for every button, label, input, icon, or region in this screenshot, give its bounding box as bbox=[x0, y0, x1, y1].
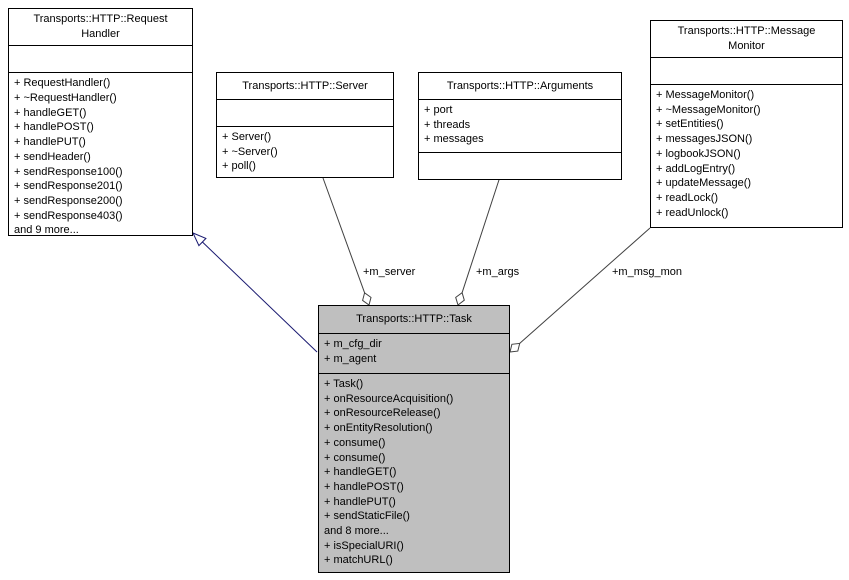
class-method: + sendHeader() bbox=[14, 150, 91, 163]
class-box-message-monitor[interactable]: Transports::HTTP::Message Monitor + Mess… bbox=[650, 20, 843, 228]
aggregation-diamond-icon-m-server bbox=[362, 291, 372, 306]
class-title-line: Transports::HTTP::Task bbox=[356, 313, 472, 325]
aggregation-edge-m-msg-mon bbox=[519, 227, 651, 344]
class-methods: + Task() + onResourceAcquisition() + onR… bbox=[319, 373, 509, 572]
class-method: + sendResponse403() bbox=[14, 209, 123, 222]
class-methods-empty bbox=[419, 152, 621, 179]
class-attributes-empty bbox=[9, 45, 192, 72]
class-method: + RequestHandler() bbox=[14, 77, 111, 90]
class-method: + onEntityResolution() bbox=[324, 422, 433, 435]
class-title-line: Transports::HTTP::Request bbox=[33, 13, 168, 26]
class-method: + Server() bbox=[222, 131, 272, 143]
class-box-request-handler[interactable]: Transports::HTTP::Request Handler + Requ… bbox=[8, 8, 193, 236]
class-method: + sendStaticFile() bbox=[324, 510, 410, 523]
class-method: + isSpecialURI() bbox=[324, 539, 404, 552]
class-method: + setEntities() bbox=[656, 118, 724, 131]
class-title-line: Monitor bbox=[728, 40, 765, 52]
class-method: + Task() bbox=[324, 378, 364, 390]
class-method: + handlePUT() bbox=[14, 136, 86, 149]
class-attribute: + m_agent bbox=[324, 352, 377, 365]
class-methods: + MessageMonitor() + ~MessageMonitor() +… bbox=[651, 84, 842, 227]
class-box-server[interactable]: Transports::HTTP::Server + Server() + ~S… bbox=[216, 72, 394, 178]
aggregation-diamond-icon-m-args bbox=[455, 291, 465, 306]
class-method: + matchURL() bbox=[324, 554, 393, 567]
class-attribute: + threads bbox=[424, 118, 471, 131]
class-title-line: Transports::HTTP::Server bbox=[242, 79, 368, 92]
class-attribute: + port bbox=[424, 104, 453, 116]
class-method: + onResourceAcquisition() bbox=[324, 392, 454, 405]
inheritance-arrowhead-icon bbox=[191, 232, 207, 247]
class-method: + sendResponse100() bbox=[14, 165, 123, 178]
aggregation-diamond-icon-m-msg-mon bbox=[509, 342, 521, 353]
class-method: + updateMessage() bbox=[656, 177, 752, 190]
edge-label-m-args: +m_args bbox=[476, 266, 520, 278]
class-attributes-empty bbox=[217, 99, 393, 126]
class-method: + consume() bbox=[324, 451, 386, 464]
class-box-arguments[interactable]: Transports::HTTP::Arguments + port + thr… bbox=[418, 72, 622, 180]
class-methods: + Server() + ~Server() + poll() bbox=[217, 126, 393, 177]
class-method: + addLogEntry() bbox=[656, 162, 736, 175]
class-methods-truncation: and 9 more... bbox=[14, 224, 79, 235]
class-title: Transports::HTTP::Arguments bbox=[419, 73, 621, 99]
class-method: + ~MessageMonitor() bbox=[656, 103, 761, 116]
class-method: + handlePUT() bbox=[324, 495, 396, 508]
class-title-line: Transports::HTTP::Message bbox=[677, 25, 816, 37]
class-method: + readLock() bbox=[656, 191, 719, 204]
class-attribute: + m_cfg_dir bbox=[324, 338, 382, 350]
aggregation-edge-m-args bbox=[461, 177, 501, 293]
class-attributes: + m_cfg_dir + m_agent bbox=[319, 333, 509, 373]
class-title-line: Handler bbox=[81, 28, 120, 41]
class-title: Transports::HTTP::Server bbox=[217, 73, 393, 99]
class-title: Transports::HTTP::Request Handler bbox=[9, 9, 192, 45]
class-method: + handleGET() bbox=[324, 466, 397, 479]
class-attribute: + messages bbox=[424, 133, 484, 146]
class-method: + consume() bbox=[324, 436, 386, 449]
class-method: + readUnlock() bbox=[656, 206, 729, 219]
inheritance-edge-task-to-requesthandler bbox=[202, 241, 318, 353]
edge-label-m-msg-mon: +m_msg_mon bbox=[612, 266, 683, 278]
class-title: Transports::HTTP::Task bbox=[319, 306, 509, 333]
class-box-task: Transports::HTTP::Task + m_cfg_dir + m_a… bbox=[318, 305, 510, 573]
edge-label-m-server: +m_server bbox=[363, 266, 416, 278]
class-method: + MessageMonitor() bbox=[656, 89, 755, 101]
class-attributes-empty bbox=[651, 57, 842, 84]
class-method: + handlePOST() bbox=[324, 480, 404, 493]
class-attributes: + port + threads + messages bbox=[419, 99, 621, 152]
class-method: + ~RequestHandler() bbox=[14, 92, 117, 105]
class-method: + sendResponse201() bbox=[14, 180, 123, 193]
class-method: + handleGET() bbox=[14, 106, 87, 119]
class-method: + poll() bbox=[222, 160, 256, 173]
class-methods-truncation: and 8 more... bbox=[324, 525, 389, 538]
class-methods: + RequestHandler() + ~RequestHandler() +… bbox=[9, 72, 192, 235]
class-method: + messagesJSON() bbox=[656, 133, 753, 146]
class-method: + handlePOST() bbox=[14, 121, 94, 134]
class-title-line: Transports::HTTP::Arguments bbox=[446, 79, 594, 92]
class-method: + onResourceRelease() bbox=[324, 407, 441, 420]
class-method: + ~Server() bbox=[222, 145, 278, 158]
aggregation-edge-m-server bbox=[322, 177, 366, 293]
class-method: + logbookJSON() bbox=[656, 147, 741, 160]
class-method: + sendResponse200() bbox=[14, 194, 123, 207]
class-title: Transports::HTTP::Message Monitor bbox=[651, 21, 842, 57]
